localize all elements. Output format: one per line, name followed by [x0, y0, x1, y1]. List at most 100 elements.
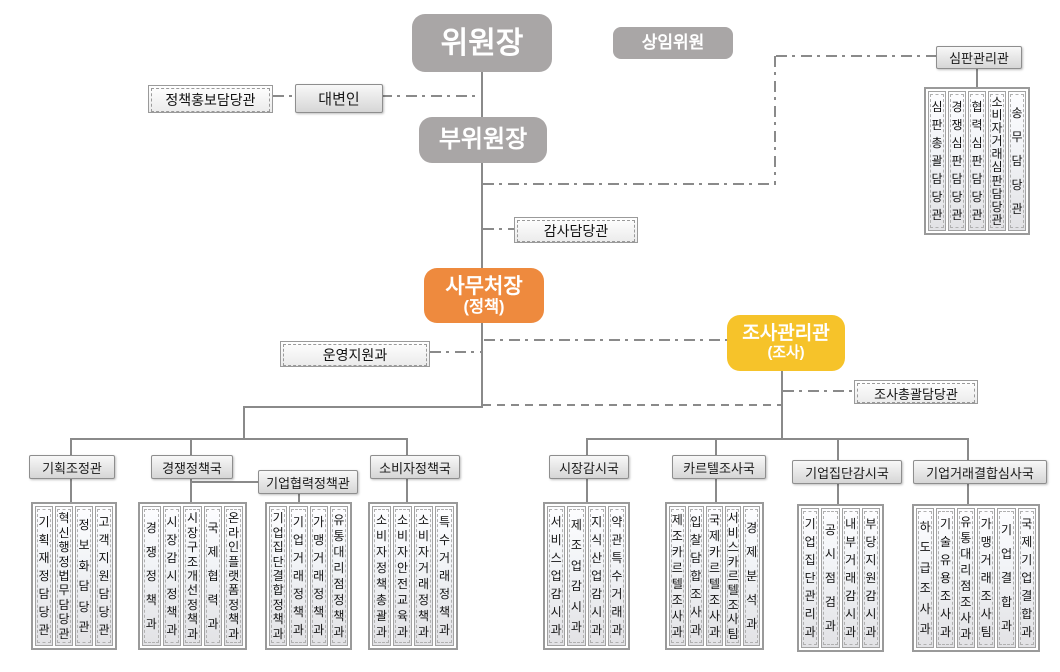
connector-coop-v	[298, 492, 300, 503]
connector-inv-vertical	[781, 371, 783, 439]
connector-left-bar	[70, 438, 408, 440]
connector-invdir	[484, 339, 728, 341]
group-header-cartel: 카르텔조사국	[672, 455, 766, 479]
group-header-conglomerate: 기업집단감시국	[792, 460, 902, 484]
connector-drop	[967, 438, 969, 461]
group-header-label: 카르텔조사국	[683, 460, 755, 476]
group-header-merger-review: 기업거래결합심사국	[913, 460, 1047, 484]
secretary-general-box: 사무처장 (정책)	[424, 268, 544, 323]
connector-main-vertical	[481, 70, 483, 408]
standing-commissioner-box: 상임위원	[613, 27, 733, 59]
investigation-director-subtitle: (조사)	[767, 345, 805, 362]
operation-support-box: 운영지원과	[280, 341, 430, 367]
connector-ops	[430, 351, 482, 353]
connector-audit	[483, 228, 515, 230]
connector-drop	[967, 482, 969, 505]
connector-drop	[70, 477, 72, 503]
spokesperson-box: 대변인	[295, 84, 383, 113]
connector-pr-spokes	[273, 95, 297, 97]
connector-drop	[715, 477, 717, 503]
group-header-label: 기업협력정책관	[266, 475, 350, 491]
policy-pr-officer-label: 정책홍보담당관	[151, 88, 270, 112]
connector-drop	[586, 438, 588, 456]
connector-invgen	[783, 390, 855, 392]
chairman-box: 위원장	[412, 14, 552, 72]
vice-chairman-label: 부위원장	[438, 125, 528, 153]
audit-officer-box: 감사담당관	[514, 217, 638, 243]
group-header-label: 심판관리관	[949, 51, 1009, 66]
connector-tribunal-h1	[483, 183, 776, 185]
connector-tribunal-h2	[776, 55, 937, 57]
connector-drop	[837, 482, 839, 505]
audit-officer-label: 감사담당관	[517, 220, 635, 242]
connector-coop-h	[190, 481, 260, 483]
group-header-label: 소비자정책국	[379, 460, 451, 476]
group-header-label: 경쟁정책국	[162, 460, 222, 476]
group-header-label: 기업거래결합심사국	[926, 465, 1034, 481]
group-header-tribunal: 심판관리관	[936, 46, 1022, 69]
secretary-general-subtitle: (정책)	[463, 298, 505, 317]
investigation-general-officer-box: 조사총괄담당관	[854, 380, 978, 404]
policy-pr-officer-box: 정책홍보담당관	[148, 85, 273, 113]
connector-left-branch-v	[243, 406, 245, 440]
connector-drop	[70, 438, 72, 456]
connector-tribunal-v	[976, 65, 978, 88]
connector-drop	[837, 438, 839, 461]
vice-chairman-box: 부위원장	[419, 117, 547, 163]
connector-drop	[190, 438, 192, 456]
investigation-director-title: 조사관리관	[742, 323, 830, 345]
connector-drop	[715, 438, 717, 456]
operation-support-label: 운영지원과	[283, 344, 427, 366]
group-header-consumer: 소비자정책국	[370, 455, 460, 479]
standing-commissioner-label: 상임위원	[641, 32, 705, 52]
secretary-general-title: 사무처장	[445, 274, 523, 298]
chairman-label: 위원장	[440, 26, 524, 60]
connector-drop	[190, 477, 192, 503]
group-header-label: 시장감시국	[559, 460, 619, 476]
connector-drop	[406, 438, 408, 456]
connector-left-branch-h	[243, 406, 483, 408]
group-header-business-cooperation: 기업협력정책관	[258, 470, 358, 494]
